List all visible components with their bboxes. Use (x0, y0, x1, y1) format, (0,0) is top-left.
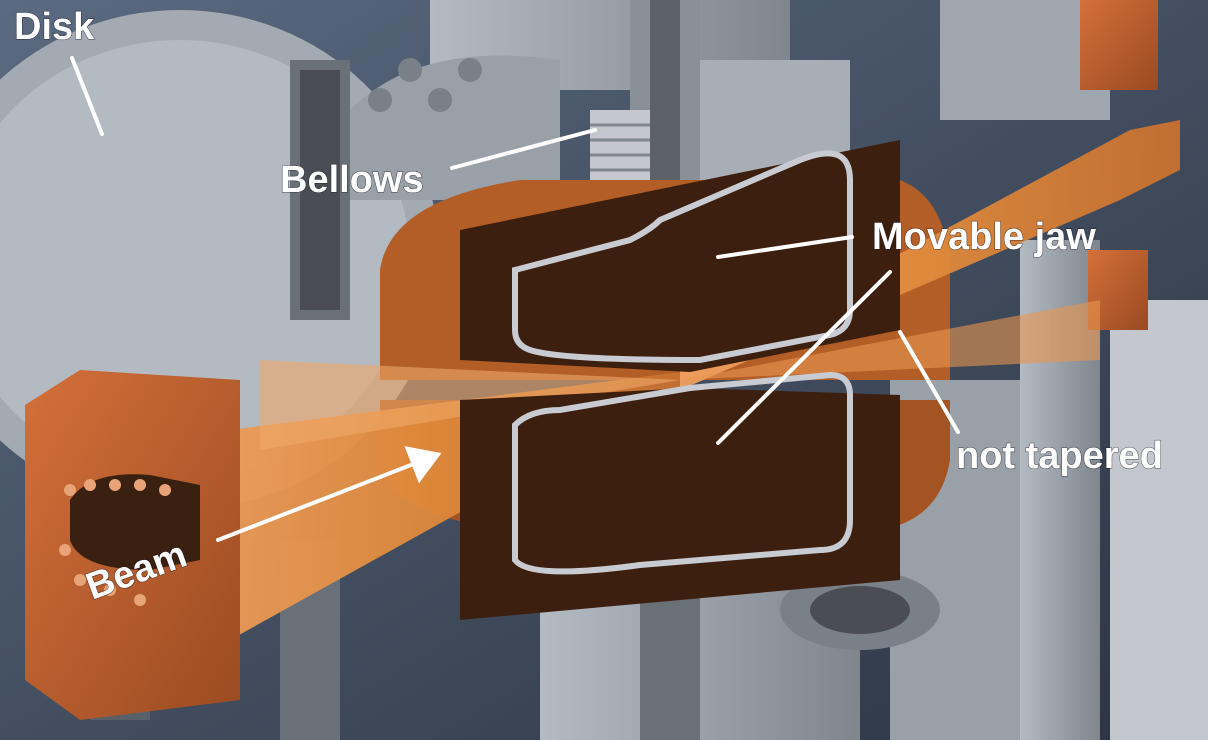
not-tapered-label: not tapered (956, 435, 1163, 477)
leader-lines (70, 56, 960, 542)
left-flange (25, 370, 240, 720)
movable-jaw-leader-upper (716, 235, 854, 259)
disk-leader (70, 56, 104, 136)
movable-jaw-leader-lower (716, 270, 892, 445)
jaw-housing (460, 140, 900, 620)
beam-arrow (216, 446, 442, 542)
movable-jaws (512, 150, 853, 575)
not-tapered-leader (898, 330, 960, 434)
bellows-label: Bellows (280, 159, 424, 201)
movable-jaw-label: Movable jaw (872, 216, 1096, 258)
tapered-beam-pipe (160, 120, 1180, 640)
bellows-leader (450, 128, 597, 170)
disk-label: Disk (14, 6, 95, 48)
